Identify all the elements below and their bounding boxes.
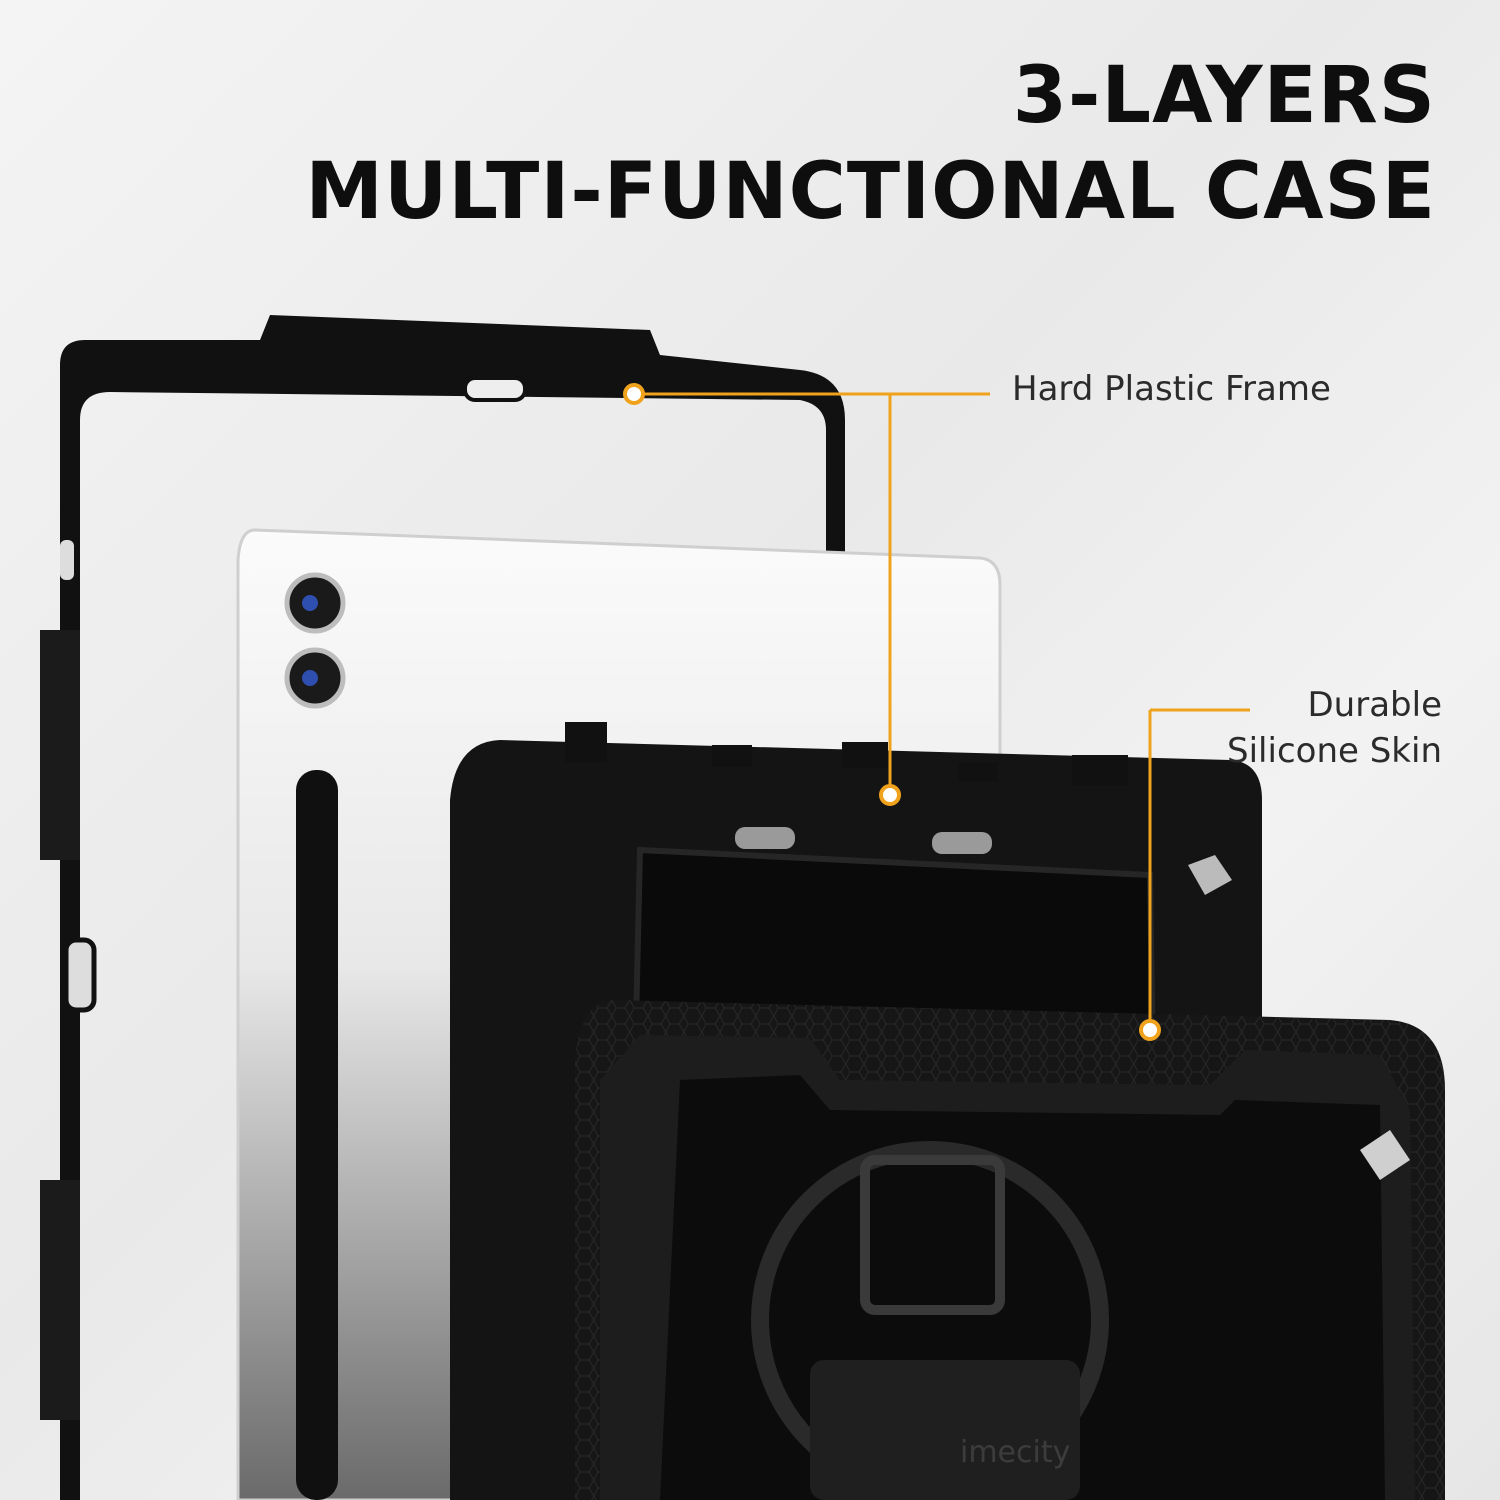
hard-plastic-frame: [40, 315, 845, 1500]
callout-dot-icon: [623, 383, 645, 405]
callout-dot-icon: [879, 784, 901, 806]
silicone-skin-label-line-1: Durable: [1307, 685, 1443, 725]
callout-dot-icon: [1139, 1019, 1161, 1041]
headline: 3-LAYERS MULTI-FUNCTIONAL CASE: [305, 48, 1436, 240]
callout-hard-plastic-frame: [623, 383, 990, 806]
silicone-skin-label: Durable Silicone Skin: [1227, 682, 1442, 774]
callout-silicone-skin: [1139, 708, 1250, 1041]
headline-line-2: MULTI-FUNCTIONAL CASE: [305, 147, 1436, 237]
hand-strap: [810, 1360, 1080, 1500]
silicone-skin-label-line-2: Silicone Skin: [1227, 731, 1442, 771]
hard-plastic-frame-label: Hard Plastic Frame: [1012, 369, 1331, 409]
silicone-skin: [575, 1000, 1445, 1500]
brand-logo: imecity: [960, 1435, 1070, 1470]
headline-line-1: 3-LAYERS: [1012, 51, 1436, 141]
s-pen-slot: [296, 770, 338, 1500]
